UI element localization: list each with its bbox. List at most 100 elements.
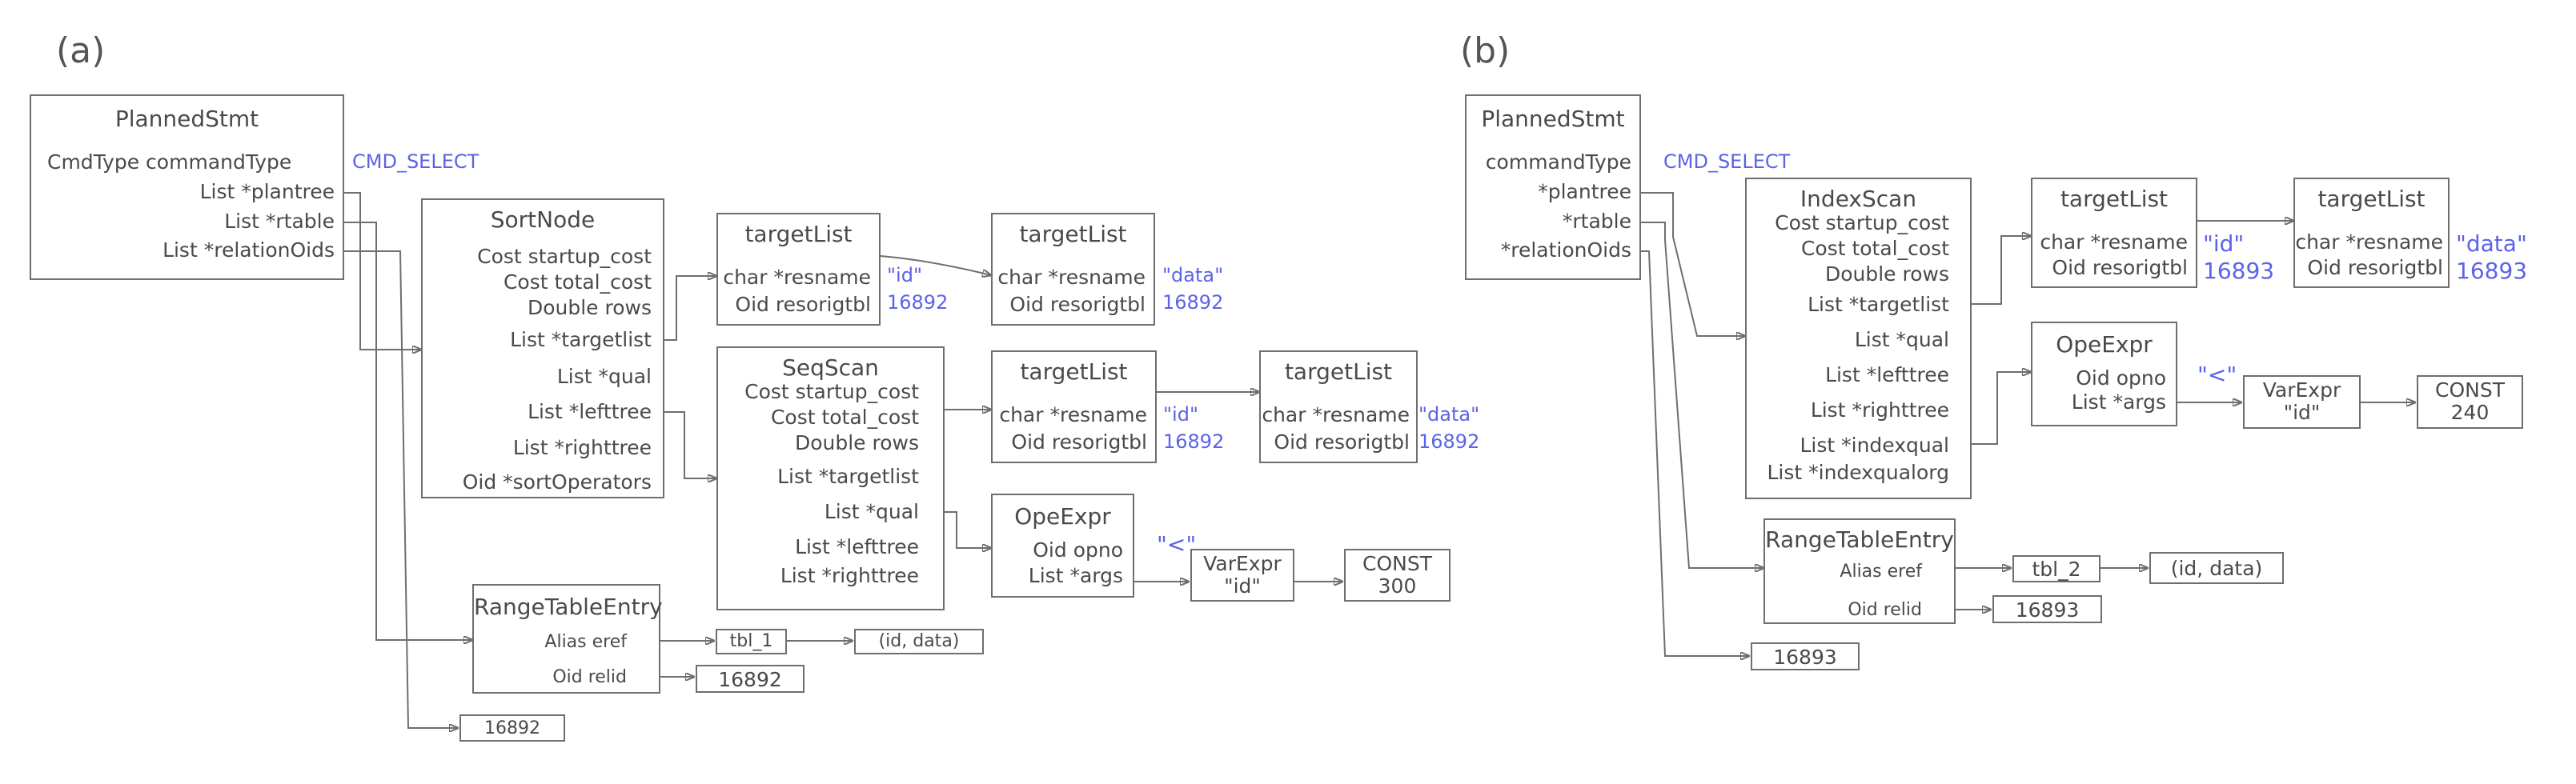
b-targetlist-2-row: char *resname xyxy=(2295,230,2443,254)
a-targetlist-4-row: Oid resorigtbl xyxy=(1274,430,1410,454)
a-seqscan-row: List *lefttree xyxy=(795,535,919,558)
b-varexpr-title: VarExpr xyxy=(2262,378,2341,402)
b-opexpr-row: List *args xyxy=(2071,390,2166,414)
a-targetlist-3-title: targetList xyxy=(1020,358,1128,385)
a-seqscan-row: Cost startup_cost xyxy=(744,380,919,403)
a-seqscan-row: List *targetlist xyxy=(777,465,919,488)
b-tl2-resorig-value: 16893 xyxy=(2456,258,2528,284)
b-targetlist-2-title: targetList xyxy=(2317,186,2426,212)
b-indexscan-row: List *righttree xyxy=(1810,398,1949,422)
a-seqscan-box: SeqScan Cost startup_cost Cost total_cos… xyxy=(716,346,945,610)
a-cmd-select-value: CMD_SELECT xyxy=(352,150,479,173)
b-tl1-resorig-value: 16893 xyxy=(2203,258,2275,284)
arrow-rtable-rte xyxy=(344,222,472,640)
b-indexscan-row: List *qual xyxy=(1854,328,1949,351)
a-opexpr-row: List *args xyxy=(1028,564,1123,587)
b-plannedstmt-row: *plantree xyxy=(1538,180,1631,203)
b-targetlist-1-row: char *resname xyxy=(2040,230,2188,254)
b-rte-title: RangeTableEntry xyxy=(1765,526,1954,553)
b-indexscan-title: IndexScan xyxy=(1800,186,1917,212)
b-targetlist-2-box: targetList char *resname Oid resorigtbl xyxy=(2293,178,2450,288)
b-plannedstmt-box: PlannedStmt commandType *plantree *rtabl… xyxy=(1465,94,1641,280)
b-tl2-resname-value: "data" xyxy=(2456,230,2527,257)
a-targetlist-1-title: targetList xyxy=(744,221,853,247)
b-indexscan-row: Double rows xyxy=(1824,262,1949,286)
b-indexscan-row: List *indexqualorg xyxy=(1767,461,1949,484)
a-targetlist-3-box: targetList char *resname Oid resorigtbl xyxy=(991,350,1157,463)
a-cols-value: (id, data) xyxy=(878,631,960,651)
a-targetlist-4-title: targetList xyxy=(1284,358,1393,385)
a-sortnode-row: List *lefttree xyxy=(528,400,652,423)
b-cols-box: (id, data) xyxy=(2149,552,2284,584)
a-relid-box: 16892 xyxy=(696,665,804,693)
b-rte-row: Alias eref xyxy=(1840,562,1922,582)
b-varexpr-value: "id" xyxy=(2283,401,2321,424)
a-tl1-resorig-value: 16892 xyxy=(887,291,949,314)
a-varexpr-value: "id" xyxy=(1224,574,1261,598)
a-targetlist-1-row: Oid resorigtbl xyxy=(735,293,871,316)
a-opexpr-row: Oid opno xyxy=(1033,538,1123,562)
a-seqscan-row: List *righttree xyxy=(780,564,919,587)
a-sortnode-row: Cost startup_cost xyxy=(477,245,652,268)
a-tbl-value: tbl_1 xyxy=(729,631,773,651)
a-tl2-resname-value: "data" xyxy=(1162,264,1224,286)
b-targetlist-1-box: targetList char *resname Oid resorigtbl xyxy=(2031,178,2197,288)
b-cols-value: (id, data) xyxy=(2170,557,2263,580)
a-tbl-box: tbl_1 xyxy=(716,629,787,654)
a-sortnode-row: Double rows xyxy=(527,296,652,319)
a-seqscan-row: List *qual xyxy=(824,500,919,523)
a-sortnode-row: Cost total_cost xyxy=(503,270,652,294)
a-tl2-resorig-value: 16892 xyxy=(1162,291,1224,314)
b-varexpr-box: VarExpr "id" xyxy=(2243,375,2361,429)
b-relationoids-box: 16893 xyxy=(1751,642,1860,670)
arrow-plantree-sortnode xyxy=(344,192,421,350)
a-tl4-resname-value: "data" xyxy=(1418,403,1480,426)
a-rte-title: RangeTableEntry xyxy=(474,594,663,620)
a-targetlist-2-row: char *resname xyxy=(997,266,1146,289)
a-sortnode-row: List *targetlist xyxy=(510,328,652,351)
arrow-sort-targetlist xyxy=(664,276,716,341)
a-plannedstmt-row: CmdType commandType xyxy=(47,150,292,174)
arrow-b-plantree-indexscan xyxy=(1641,192,1745,336)
a-targetlist-4-box: targetList char *resname Oid resorigtbl xyxy=(1259,350,1418,463)
a-varexpr-box: VarExpr "id" xyxy=(1190,549,1294,602)
b-indexscan-row: List *targetlist xyxy=(1808,293,1949,316)
b-const-title: CONST xyxy=(2435,378,2505,402)
a-targetlist-3-row: char *resname xyxy=(999,403,1147,426)
b-targetlist-2-row: Oid resorigtbl xyxy=(2307,256,2443,279)
arrow-b-indexqual xyxy=(1972,372,2031,445)
panel-b-label: (b) xyxy=(1460,30,1511,71)
b-plannedstmt-row: commandType xyxy=(1485,150,1631,174)
a-targetlist-3-row: Oid resorigtbl xyxy=(1011,430,1147,454)
a-targetlist-2-box: targetList char *resname Oid resorigtbl xyxy=(991,213,1155,326)
b-const-box: CONST 240 xyxy=(2417,375,2523,429)
a-targetlist-2-row: Oid resorigtbl xyxy=(1009,293,1146,316)
b-targetlist-1-row: Oid resorigtbl xyxy=(2052,256,2188,279)
b-plannedstmt-title: PlannedStmt xyxy=(1481,106,1625,132)
b-rangetableentry-box: RangeTableEntry Alias eref Oid relid xyxy=(1763,518,1956,624)
a-tl1-resname-value: "id" xyxy=(887,264,922,286)
a-sortnode-row: List *righttree xyxy=(512,436,652,459)
a-const-title: CONST xyxy=(1362,552,1432,575)
b-rte-row: Oid relid xyxy=(1848,600,1922,620)
b-cmd-select-value: CMD_SELECT xyxy=(1663,150,1791,173)
b-tbl-value: tbl_2 xyxy=(2032,558,2081,581)
b-plannedstmt-row: *relationOids xyxy=(1500,238,1631,262)
b-indexscan-row: List *indexqual xyxy=(1800,434,1949,457)
a-opexpr-operator: "<" xyxy=(1157,531,1197,558)
a-plannedstmt-row: List *rtable xyxy=(224,210,335,233)
a-plannedstmt-row: List *relationOids xyxy=(163,238,335,262)
a-plannedstmt-title: PlannedStmt xyxy=(114,106,259,132)
a-relationoids-value: 16892 xyxy=(484,718,540,738)
arrow-relationoids-oids xyxy=(344,250,458,728)
b-relid-box: 16893 xyxy=(1992,595,2102,623)
a-targetlist-1-box: targetList char *resname Oid resorigtbl xyxy=(716,213,881,326)
a-opexpr-title: OpeExpr xyxy=(1014,503,1111,530)
a-relid-value: 16892 xyxy=(718,668,782,691)
a-plannedstmt-box: PlannedStmt CmdType commandType List *pl… xyxy=(30,94,344,280)
a-sortnode-row: Oid *sortOperators xyxy=(462,470,652,494)
arrow-tl1-tl2 xyxy=(880,255,991,275)
b-relid-value: 16893 xyxy=(2015,598,2080,622)
b-indexscan-row: List *lefttree xyxy=(1825,363,1949,386)
